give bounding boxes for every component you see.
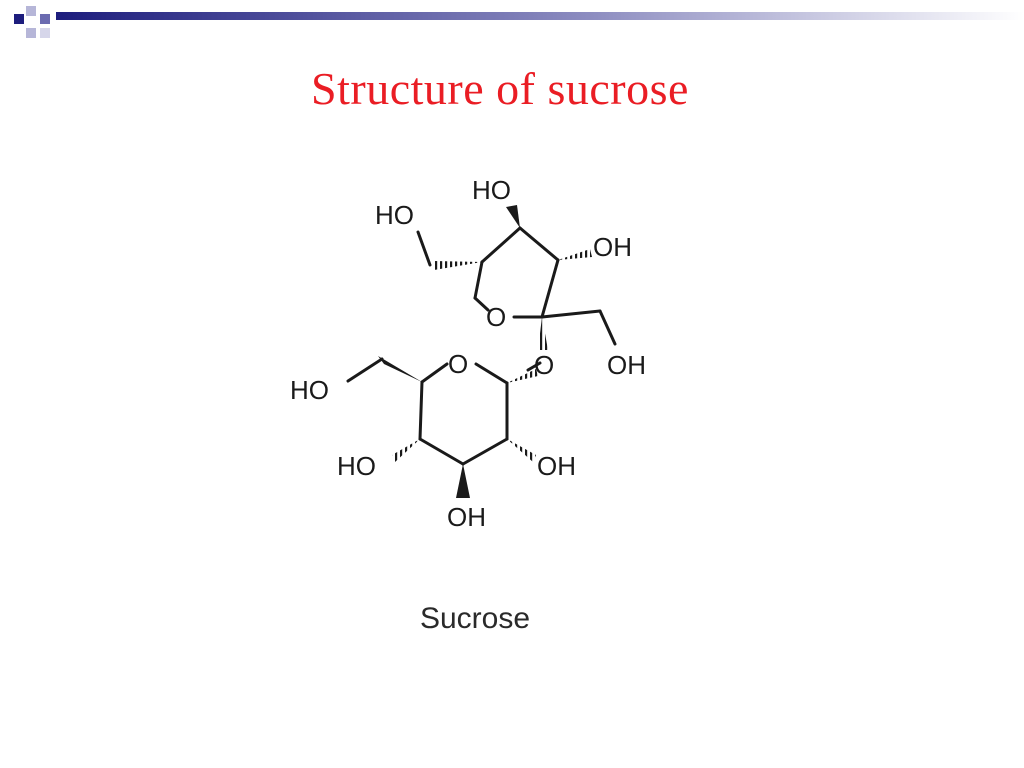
fructose-oh-top: HO	[472, 175, 511, 205]
glucose-oh-bottom: OH	[447, 502, 486, 532]
hash-bond	[507, 439, 536, 462]
corner-square-light-3	[40, 28, 50, 38]
header-decoration-bar	[0, 0, 1024, 48]
hash-bond	[392, 439, 420, 462]
wedge-bond	[456, 464, 470, 498]
corner-square-dark-2	[40, 14, 50, 24]
glucose-ch2oh: HO	[290, 375, 329, 405]
hash-bond	[507, 369, 538, 383]
glycosidic-oxygen: O	[534, 350, 554, 380]
corner-square-light-2	[26, 28, 36, 38]
fructose-ch2oh-right: OH	[607, 350, 646, 380]
fructose-ring	[416, 226, 617, 346]
wedge-bond	[378, 356, 422, 382]
glucose-ring	[346, 357, 542, 466]
slide-title: Structure of sucrose	[311, 63, 689, 114]
sucrose-structure-diagram: HO HO OH O O OH O HO HO OH OH	[270, 160, 690, 540]
glucose-oh-left: HO	[337, 451, 376, 481]
hash-bond	[434, 261, 482, 270]
diagram-caption: Sucrose	[419, 602, 531, 635]
glucose-ring-oxygen: O	[448, 349, 468, 379]
wedge-bond	[506, 205, 520, 228]
fructose-oh-right: OH	[593, 232, 632, 262]
corner-square-dark-1	[14, 14, 24, 24]
glucose-oh-right: OH	[537, 451, 576, 481]
corner-square-light-1	[26, 6, 36, 16]
hash-bond	[538, 317, 548, 350]
fructose-ring-oxygen: O	[486, 302, 506, 332]
hash-bond	[558, 249, 592, 260]
fructose-ch2oh-left: HO	[375, 200, 414, 230]
